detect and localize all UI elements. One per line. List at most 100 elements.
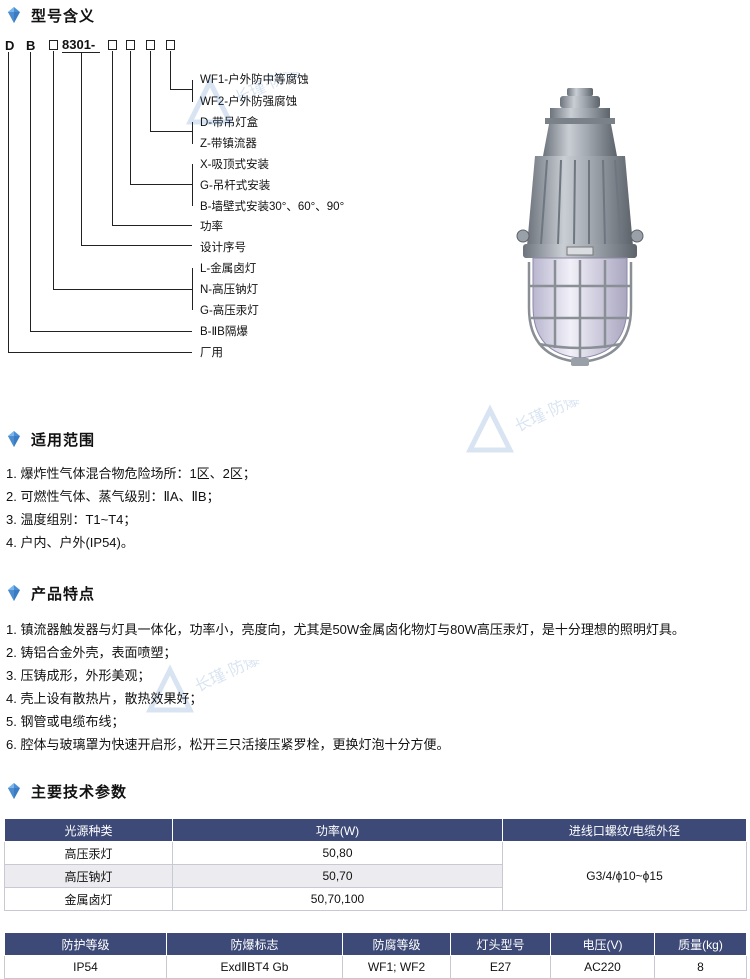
model-option: B-ⅡB隔爆 xyxy=(200,326,248,338)
connector-line xyxy=(130,184,192,185)
table-cell: 高压钠灯 xyxy=(4,864,173,888)
connector-line xyxy=(62,52,100,53)
spec-table: 防护等级 防爆标志 防腐等级 灯头型号 电压(V) 质量(kg) IP54 Ex… xyxy=(4,932,747,979)
connector-line xyxy=(30,331,192,332)
connector-line xyxy=(130,51,131,184)
table-header: 防护等级 xyxy=(4,932,167,956)
bracket-line xyxy=(192,122,193,144)
code-box xyxy=(49,40,58,50)
table-cell-merged: G3/4/ϕ10~ϕ15 xyxy=(502,841,747,911)
model-option: G-吊杆式安装 xyxy=(200,180,271,192)
list-item: 1. 爆炸性气体混合物危险场所：1区、2区； xyxy=(6,466,256,481)
diamond-icon xyxy=(8,783,20,799)
list-item: 1. 镇流器触发器与灯具一体化，功率小，亮度向，尤其是50W金属卤化物灯与80W… xyxy=(6,622,685,637)
model-option: X-吸顶式安装 xyxy=(200,159,269,171)
table-header: 进线口螺纹/电缆外径 xyxy=(502,818,747,842)
table-header: 光源种类 xyxy=(4,818,173,842)
model-option: 功率 xyxy=(200,221,223,233)
list-item: 4. 壳上设有散热片，散热效果好； xyxy=(6,691,203,706)
connector-line xyxy=(170,51,171,89)
model-option: D-带吊灯盒 xyxy=(200,117,259,129)
model-letter-d: D xyxy=(5,38,15,53)
model-option: 厂用 xyxy=(200,347,223,359)
model-option: WF1-户外防中等腐蚀 xyxy=(200,74,309,86)
model-option: WF2-户外防强腐蚀 xyxy=(200,96,298,108)
table-cell: 金属卤灯 xyxy=(4,887,173,911)
list-item: 3. 温度组别：T1~T4； xyxy=(6,512,137,527)
bracket-line xyxy=(192,80,193,102)
model-option: N-高压钠灯 xyxy=(200,284,259,296)
table-cell: IP54 xyxy=(4,955,167,979)
svg-text:长瑾·防爆: 长瑾·防爆 xyxy=(512,400,583,436)
watermark: 长瑾·防爆 xyxy=(460,389,600,465)
diamond-icon xyxy=(8,7,20,23)
table-cell: 高压汞灯 xyxy=(4,841,173,865)
connector-line xyxy=(53,289,192,290)
table-cell: 8 xyxy=(654,955,747,979)
table-cell: ExdⅡBT4 Gb xyxy=(166,955,343,979)
connector-line xyxy=(53,51,54,289)
diamond-icon xyxy=(8,585,20,601)
connector-line xyxy=(170,89,192,90)
connector-line xyxy=(112,225,192,226)
model-letter-b: B xyxy=(26,38,36,53)
section-title: 主要技术参数 xyxy=(31,783,128,801)
list-item: 2. 铸铝合金外壳，表面喷塑； xyxy=(6,645,177,660)
table-cell: E27 xyxy=(450,955,551,979)
connector-line xyxy=(81,245,192,246)
watermark-logo-icon: 长瑾·防爆 xyxy=(465,389,583,453)
table-cell: WF1; WF2 xyxy=(342,955,451,979)
section-title: 产品特点 xyxy=(31,585,96,603)
diamond-icon xyxy=(8,431,20,447)
section-title: 适用范围 xyxy=(31,431,96,449)
table-cell: 50,80 xyxy=(172,841,503,865)
connector-line xyxy=(30,52,31,332)
table-cell: 50,70 xyxy=(172,864,503,888)
code-box xyxy=(146,40,155,50)
explosion-proof-lamp-image xyxy=(516,88,644,366)
model-option: G-高压汞灯 xyxy=(200,305,259,317)
table-row: 高压汞灯 50,80 G3/4/ϕ10~ϕ15 xyxy=(4,841,747,911)
table-header-row: 光源种类 功率(W) 进线口螺纹/电缆外径 xyxy=(4,818,747,842)
connector-line xyxy=(150,51,151,131)
table-row: IP54 ExdⅡBT4 Gb WF1; WF2 E27 AC220 8 xyxy=(4,955,747,979)
bracket-line xyxy=(192,164,193,206)
connector-line xyxy=(81,53,82,245)
list-item: 5. 钢管或电缆布线； xyxy=(6,714,125,729)
features-list: 1. 镇流器触发器与灯具一体化，功率小，亮度向，尤其是50W金属卤化物灯与80W… xyxy=(6,618,685,756)
light-source-table: 光源种类 功率(W) 进线口螺纹/电缆外径 高压汞灯 50,80 G3/4/ϕ1… xyxy=(4,818,747,911)
table-header: 灯头型号 xyxy=(450,932,551,956)
list-item: 3. 压铸成形，外形美观； xyxy=(6,668,151,683)
table-cell: AC220 xyxy=(550,955,655,979)
table-cell: 50,70,100 xyxy=(172,887,503,911)
connector-line xyxy=(112,51,113,225)
connector-line xyxy=(8,52,9,353)
model-option: Z-带镇流器 xyxy=(200,138,257,150)
table-header: 质量(kg) xyxy=(654,932,747,956)
model-option: L-金属卤灯 xyxy=(200,263,257,275)
list-item: 2. 可燃性气体、蒸气级别：ⅡA、ⅡB； xyxy=(6,489,220,504)
connector-line xyxy=(8,352,192,353)
model-option: B-墙壁式安装30°、60°、90° xyxy=(200,201,345,213)
table-header-row: 防护等级 防爆标志 防腐等级 灯头型号 电压(V) 质量(kg) xyxy=(4,932,747,956)
model-option: 设计序号 xyxy=(200,242,246,254)
table-header: 防腐等级 xyxy=(342,932,451,956)
section-header-params: 主要技术参数 xyxy=(6,780,127,802)
connector-line xyxy=(150,131,192,132)
section-title: 型号含义 xyxy=(31,7,96,25)
section-header-scope: 适用范围 xyxy=(6,428,95,450)
table-header: 电压(V) xyxy=(550,932,655,956)
section-header-model: 型号含义 xyxy=(6,4,95,26)
table-header: 功率(W) xyxy=(172,818,503,842)
section-header-features: 产品特点 xyxy=(6,582,95,604)
code-box xyxy=(126,40,135,50)
code-box xyxy=(108,40,117,50)
table-row: 高压钠灯 50,70 xyxy=(4,864,747,888)
list-item: 6. 腔体与玻璃罩为快速开启形，松开三只活接压紧罗栓，更换灯泡十分方便。 xyxy=(6,737,450,752)
code-box xyxy=(166,40,175,50)
table-header: 防爆标志 xyxy=(166,932,343,956)
scope-list: 1. 爆炸性气体混合物危险场所：1区、2区； 2. 可燃性气体、蒸气级别：ⅡA、… xyxy=(6,462,256,554)
list-item: 4. 户内、户外(IP54)。 xyxy=(6,535,134,550)
bracket-line xyxy=(192,268,193,310)
table-row: 金属卤灯 50,70,100 xyxy=(4,887,747,911)
